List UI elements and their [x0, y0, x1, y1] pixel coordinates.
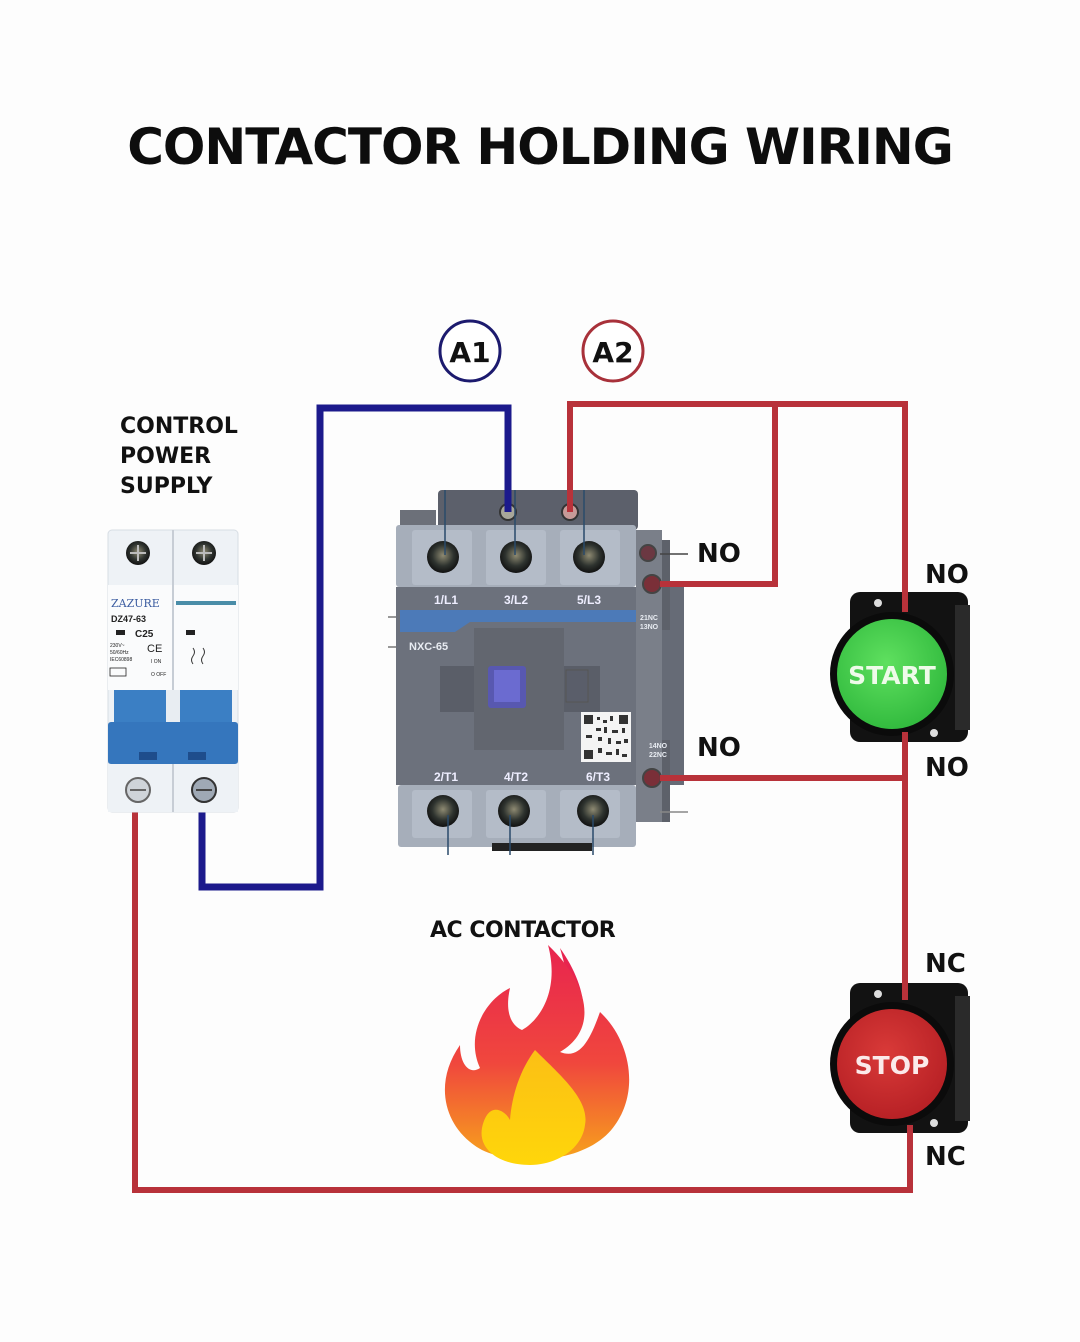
breaker-rating: C25 — [135, 629, 154, 640]
red-wire-return — [132, 787, 913, 1193]
terminal-label-5-l3: 5/L3 — [577, 593, 601, 607]
aux-label-21nc: 21NC — [640, 615, 658, 622]
off-label: O OFF — [151, 672, 166, 678]
terminal-label-1-l1: 1/L1 — [434, 593, 458, 607]
a1-label: A1 — [449, 336, 490, 369]
fire-icon — [444, 945, 630, 1165]
start-button-label: START — [848, 661, 936, 690]
spec-line: 50/60Hz — [110, 650, 129, 656]
spec-line: 230V~ — [110, 643, 125, 649]
stop-top-contact-label: NC — [925, 949, 966, 979]
aux-bottom-no-label: NO — [697, 733, 741, 763]
stop-button-label: STOP — [855, 1051, 930, 1080]
control-power-supply-label: CONTROL POWER SUPPLY — [120, 412, 238, 502]
bottom-screw-left — [125, 777, 151, 803]
terminal-label-4-t2: 4/T2 — [504, 770, 528, 784]
a2-label: A2 — [592, 336, 633, 369]
a2-terminal-badge: A2 — [581, 319, 645, 383]
start-top-contact-label: NO — [925, 560, 969, 590]
terminal-label-6-t3: 6/T3 — [586, 770, 610, 784]
qr-code — [581, 712, 631, 762]
breaker-brand: ZAZURE — [111, 597, 160, 610]
ac-contactor: 1/L1 3/L2 5/L3 NXC-65 2/T1 4/T2 6/T3 — [388, 404, 905, 855]
top-screw-left — [126, 541, 150, 565]
bottom-screw-right — [191, 777, 217, 803]
aux-top-no-label: NO — [697, 539, 741, 569]
on-label: I ON — [151, 659, 162, 665]
label-line: POWER — [120, 444, 212, 469]
ac-contactor-caption: AC CONTACTOR — [430, 918, 616, 943]
aux-label-13no: 13NO — [640, 624, 659, 631]
top-screw-right — [192, 541, 216, 565]
start-button[interactable]: START — [830, 590, 970, 750]
contactor-model: NXC-65 — [409, 641, 448, 653]
terminal-label-3-l2: 3/L2 — [504, 593, 528, 607]
circuit-breaker: ZAZURE DZ47-63 C25 CE 230V~ 50/60Hz IEC6… — [107, 529, 239, 813]
a1-terminal-badge: A1 — [438, 319, 502, 383]
spec-line: IEC60898 — [110, 657, 132, 663]
aux-label-22nc: 22NC — [649, 752, 667, 759]
terminal-label-2-t1: 2/T1 — [434, 770, 458, 784]
ce-mark: CE — [147, 643, 162, 655]
start-bottom-contact-label: NO — [925, 753, 969, 783]
breaker-toggle[interactable] — [108, 690, 238, 764]
stop-button[interactable]: STOP — [830, 980, 970, 1140]
aux-label-14no: 14NO — [649, 743, 668, 750]
label-line: SUPPLY — [120, 474, 213, 499]
breaker-model: DZ47-63 — [111, 614, 146, 624]
stop-bottom-contact-label: NC — [925, 1142, 966, 1172]
label-line: CONTROL — [120, 414, 238, 439]
diagram-title: CONTACTOR HOLDING WIRING — [127, 118, 954, 176]
